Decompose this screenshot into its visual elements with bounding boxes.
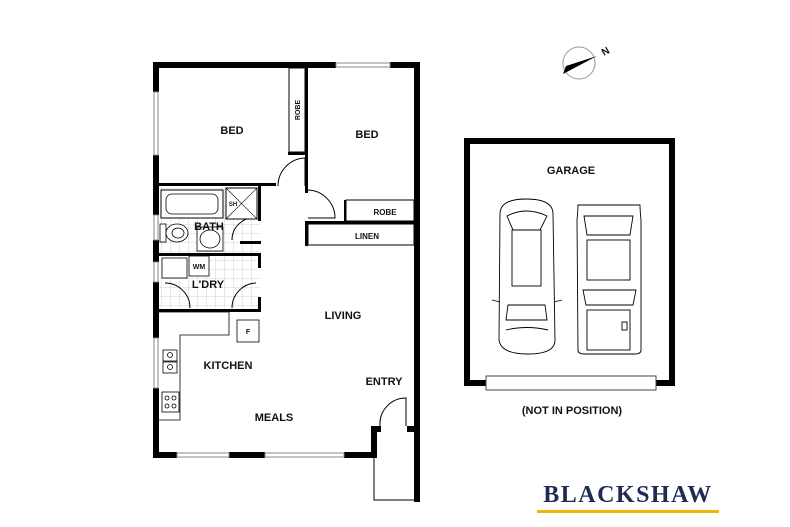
laundry-trough	[161, 257, 188, 279]
label-fridge: F	[246, 329, 251, 336]
label-kitchen: KITCHEN	[204, 360, 253, 372]
garage-door	[485, 375, 657, 391]
car-icon	[491, 198, 563, 355]
toilet	[159, 223, 189, 243]
label-bed-1: BED	[220, 125, 243, 137]
brand-logo: BLACKSHAW	[533, 482, 723, 513]
basin	[196, 226, 224, 252]
garage	[464, 138, 675, 391]
kitchen-bench	[159, 311, 260, 421]
north-arrow-icon: N	[562, 45, 612, 80]
label-robe-2: ROBE	[373, 208, 397, 217]
brand-name: BLACKSHAW	[543, 482, 713, 508]
label-bath: BATH	[194, 221, 224, 233]
windows	[153, 62, 391, 458]
label-shower: SH	[229, 202, 237, 208]
bathtub	[160, 189, 224, 219]
label-meals: MEALS	[255, 412, 294, 424]
car-icon	[576, 204, 642, 355]
label-bed-2: BED	[355, 129, 378, 141]
label-linen: LINEN	[355, 232, 379, 241]
label-not-in-position: (NOT IN POSITION)	[522, 405, 623, 417]
doors	[164, 157, 407, 427]
label-entry: ENTRY	[366, 376, 404, 388]
label-washing-machine: WM	[193, 264, 206, 271]
brand-underline	[537, 510, 719, 513]
porch	[373, 458, 417, 501]
label-laundry: L'DRY	[192, 279, 225, 291]
label-living: LIVING	[325, 310, 362, 322]
label-robe-1: ROBE	[295, 100, 302, 121]
house-walls	[153, 62, 420, 502]
washing-machine	[188, 255, 210, 277]
linen-cupboard	[307, 223, 415, 246]
compass-north-label: N	[600, 45, 612, 58]
robe-1	[288, 67, 306, 153]
robe-2	[345, 199, 415, 222]
label-garage: GARAGE	[547, 165, 595, 177]
shower	[225, 187, 258, 220]
